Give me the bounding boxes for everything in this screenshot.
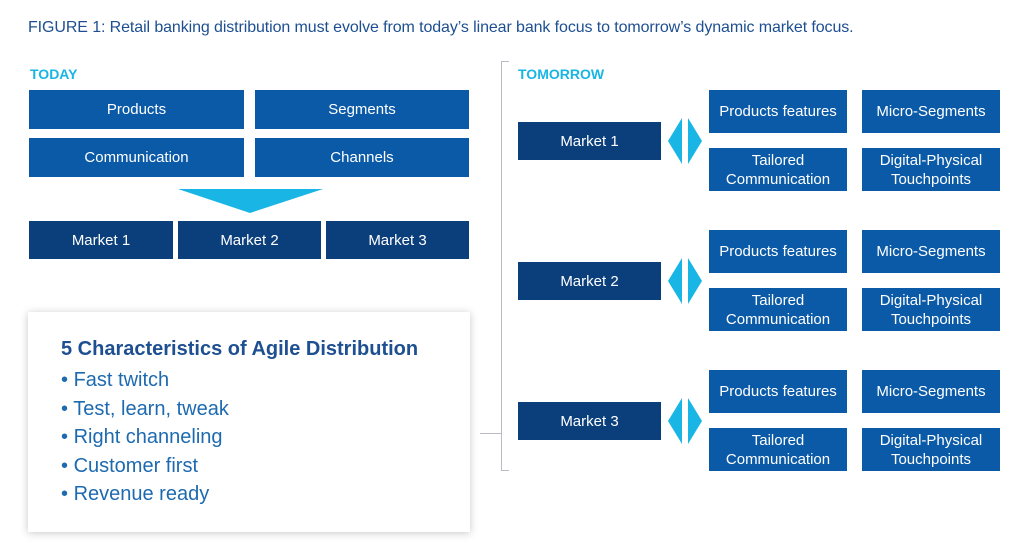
list-item: Right channeling [61,423,229,452]
digital-physical-touchpoints-box: Digital-Physical Touchpoints [862,288,1000,331]
today-market-3: Market 3 [326,221,469,259]
connector-line [480,433,501,434]
list-item: Customer first [61,452,229,481]
digital-physical-touchpoints-box: Digital-Physical Touchpoints [862,148,1000,191]
micro-segments-box: Micro-Segments [862,90,1000,133]
list-item: Test, learn, tweak [61,395,229,424]
list-item: Revenue ready [61,480,229,509]
bracket-line [501,61,502,471]
today-products: Products [29,90,244,129]
characteristics-card: 5 Characteristics of Agile Distribution … [28,312,470,532]
today-communication: Communication [29,138,244,177]
down-arrow-icon [178,189,323,213]
figure-title: FIGURE 1: Retail banking distribution mu… [28,19,854,36]
bracket-bottom [501,470,509,471]
characteristics-list: Fast twitch Test, learn, tweak Right cha… [61,366,229,509]
today-channels: Channels [255,138,469,177]
list-item: Fast twitch [61,366,229,395]
tomorrow-market-2: Market 2 [518,262,661,300]
tomorrow-label: TOMORROW [518,66,605,82]
today-market-2: Market 2 [178,221,321,259]
characteristics-heading: 5 Characteristics of Agile Distribution [61,338,419,360]
today-label: TODAY [30,66,78,82]
products-features-box: Products features [709,230,847,273]
tailored-communication-box: Tailored Communication [709,288,847,331]
tailored-communication-box: Tailored Communication [709,148,847,191]
bidirectional-arrow-icon [668,398,702,444]
micro-segments-box: Micro-Segments [862,370,1000,413]
bracket-top [501,61,509,62]
bidirectional-arrow-icon [668,258,702,304]
today-segments: Segments [255,90,469,129]
today-market-1: Market 1 [29,221,173,259]
tomorrow-market-1: Market 1 [518,122,661,160]
tomorrow-market-3: Market 3 [518,402,661,440]
bidirectional-arrow-icon [668,118,702,164]
tailored-communication-box: Tailored Communication [709,428,847,471]
micro-segments-box: Micro-Segments [862,230,1000,273]
digital-physical-touchpoints-box: Digital-Physical Touchpoints [862,428,1000,471]
products-features-box: Products features [709,370,847,413]
products-features-box: Products features [709,90,847,133]
